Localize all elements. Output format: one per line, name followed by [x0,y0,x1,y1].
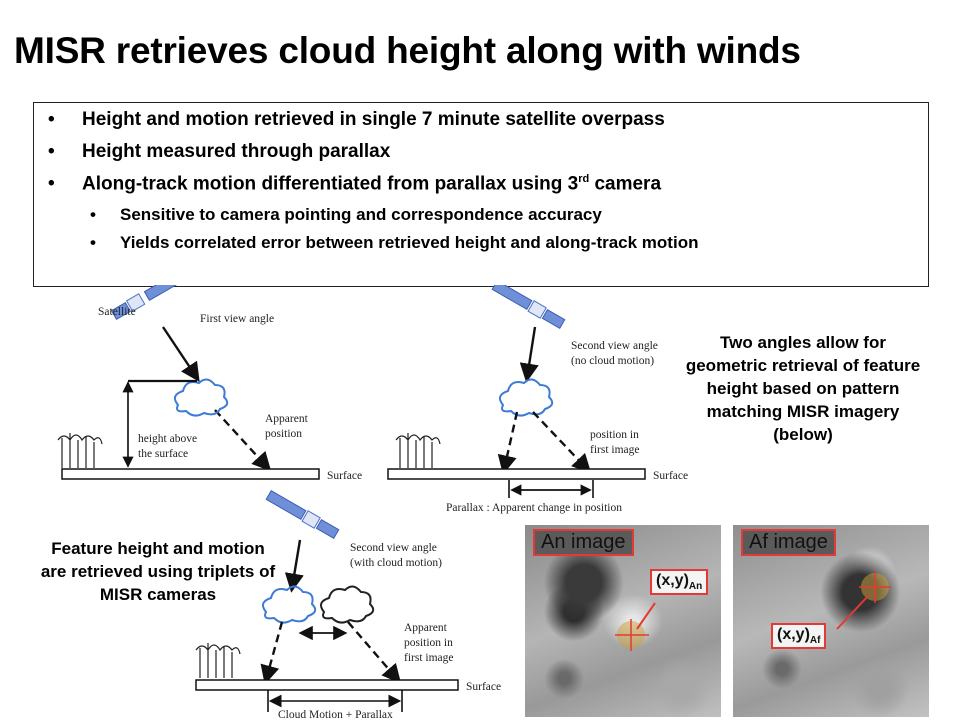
label-parallax: Parallax : Apparent change in position [446,502,622,514]
slide-title: MISR retrieves cloud height along with w… [14,30,801,71]
bullet-3-end: camera [589,173,662,195]
label-with-cloud-motion: (with cloud motion) [350,557,442,569]
af-coord-sub: Af [809,635,821,647]
af-coord-label: (x,y)Af [771,623,827,650]
cloud-moved-icon [319,585,375,624]
an-coord-sub: An [688,581,703,593]
af-image-label: Af image [741,529,836,556]
parallax-diagram: Satellite First view angle height above … [57,285,688,720]
sub-bullet-1: Sensitive to camera pointing and corresp… [90,205,602,225]
satellite-icon-3 [265,489,340,540]
caption-triplets: Feature height and motion are retrieved … [40,539,276,604]
bullet-1: Height and motion retrieved in single 7 … [48,109,665,131]
label-second-view: Second view angle [571,340,658,352]
trees-icon-1 [57,433,103,468]
label-cloud-motion-parallax: Cloud Motion + Parallax [278,709,393,720]
label-first-view: First view angle [200,313,274,325]
an-coord-label: (x,y)An [650,569,709,596]
bullet-box: Height and motion retrieved in single 7 … [33,102,929,287]
label-surface-1: Surface [327,470,362,482]
bullet-2: Height measured through parallax [48,141,390,163]
label-apparent-2: position [265,428,302,440]
label-no-cloud-motion: (no cloud motion) [571,355,654,367]
label-apparent: Apparent [265,413,309,425]
label-height-above: height above [138,433,197,445]
satellite-icon-1 [110,285,190,321]
trees-icon-2 [395,433,441,468]
label-first-image: first image [590,444,640,456]
cloud-icon-3 [261,585,317,624]
cloud-icon-1 [173,378,229,417]
af-crosshair [836,571,891,630]
bullet-3-sup: rd [578,173,590,185]
bullet-3: Along-track motion differentiated from p… [48,173,662,195]
an-image-label: An image [533,529,634,556]
label-height-above-2: the surface [138,448,188,460]
bullet-3-text: Along-track motion differentiated from p… [82,173,579,195]
af-image-photo: Af image (x,y)Af [733,525,929,717]
af-coord-text: (x,y) [777,626,810,643]
an-image-photo: An image (x,y)An [525,525,721,717]
label-first-image-3: first image [404,652,454,664]
label-satellite: Satellite [98,306,136,318]
label-position-3: position in [404,637,453,649]
caption-two-angles: Two angles allow for geometric retrieval… [685,333,921,444]
cloud-icon-2 [498,378,554,417]
label-apparent-3: Apparent [404,622,448,634]
an-crosshair [615,602,656,651]
label-surface-3: Surface [466,681,501,693]
trees-icon-3 [195,643,241,678]
satellite-icon-2 [491,285,566,330]
sub-bullet-2: Yields correlated error between retrieve… [90,233,698,253]
an-coord-text: (x,y) [656,572,689,589]
label-surface-2: Surface [653,470,688,482]
label-second-view-2: Second view angle [350,542,437,554]
label-position-in: position in [590,429,639,441]
